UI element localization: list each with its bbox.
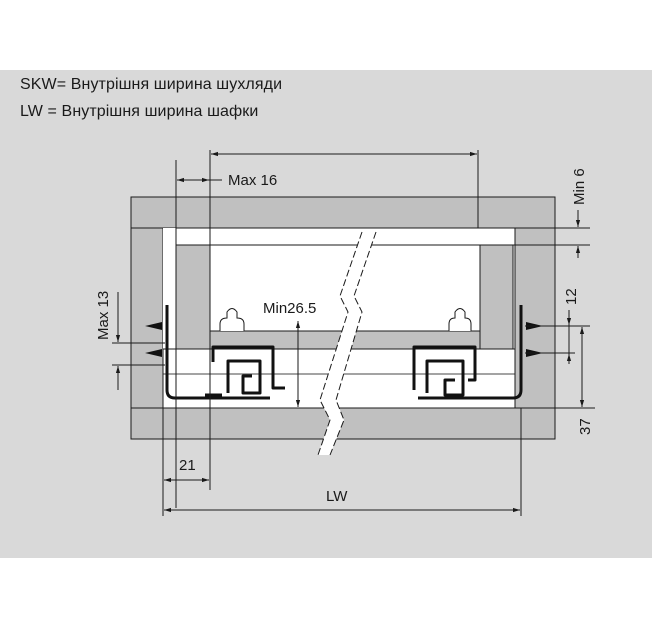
label-max16: Max 16 bbox=[228, 172, 277, 189]
bolt-left bbox=[219, 308, 245, 331]
label-21: 21 bbox=[179, 457, 196, 474]
slide-rail-left bbox=[165, 305, 285, 400]
bolt-right bbox=[448, 308, 472, 331]
screws-left bbox=[145, 322, 162, 357]
label-12: 12 bbox=[563, 288, 580, 305]
legend-skw: SKW= Внутрішня ширина шухляди bbox=[20, 76, 283, 93]
legend-lw: LW = Внутрішня ширина шафки bbox=[20, 103, 259, 120]
break-symbol bbox=[317, 231, 377, 456]
label-min26-5: Min26.5 bbox=[263, 300, 316, 317]
label-max13: Max 13 bbox=[95, 291, 112, 340]
slide-rail-right bbox=[412, 305, 523, 400]
label-37: 37 bbox=[577, 418, 594, 435]
label-min6: Min 6 bbox=[571, 168, 588, 205]
dimension-lines bbox=[115, 151, 585, 513]
extension-lines bbox=[112, 150, 595, 516]
label-lw: LW bbox=[326, 488, 348, 505]
